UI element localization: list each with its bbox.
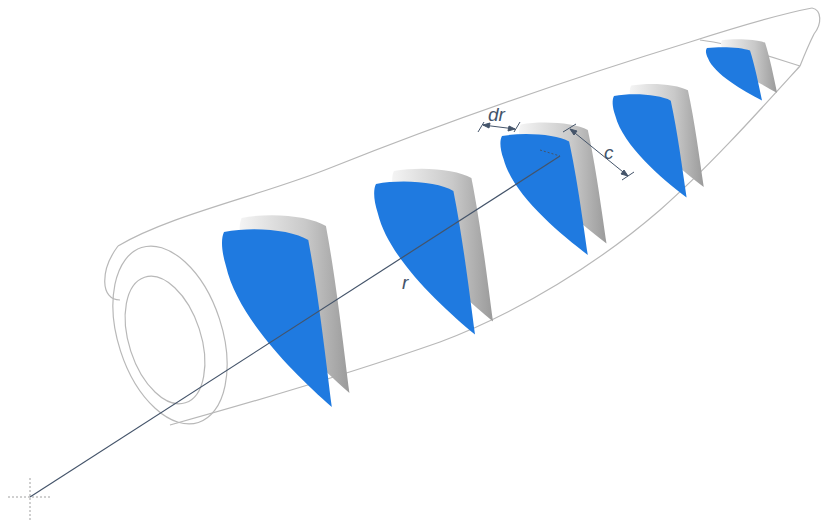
dimension-label: dr xyxy=(486,104,507,125)
dimension-label: c xyxy=(602,142,616,163)
chord-dimension xyxy=(563,124,634,180)
radius-line xyxy=(30,156,560,497)
chord-mark xyxy=(540,150,560,156)
dimension-label: r xyxy=(400,272,410,293)
origin-crosshair xyxy=(8,478,50,520)
airfoil-sections xyxy=(222,39,777,407)
